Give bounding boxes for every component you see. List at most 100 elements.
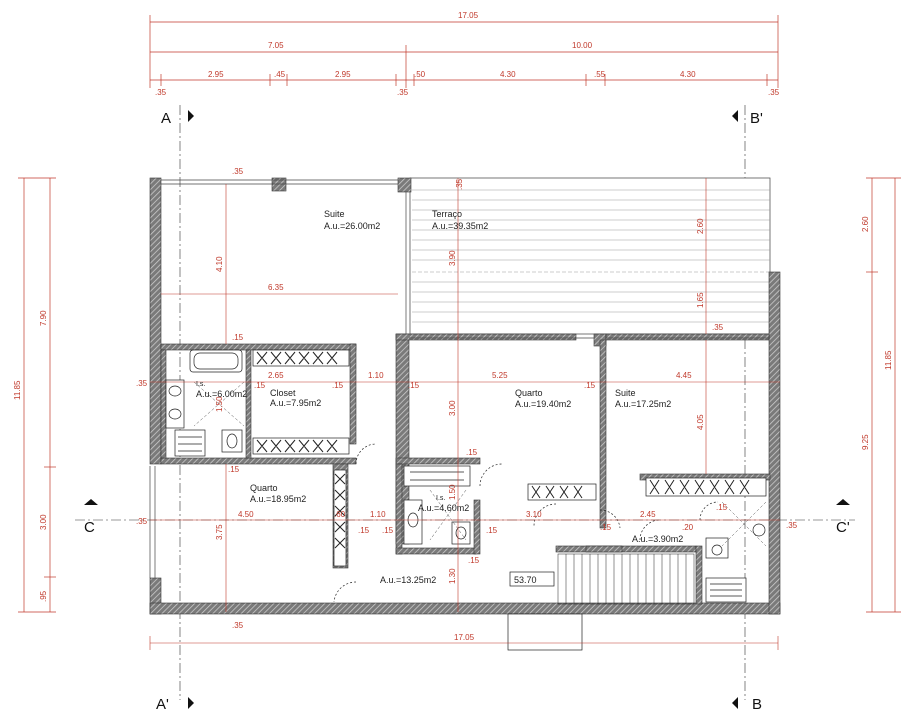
dim-right-upper: 2.60: [861, 216, 870, 232]
dim-150-ws: 1.50: [448, 484, 457, 500]
dim-left-upper: 7.90: [39, 310, 48, 326]
dim-390: 3.90: [448, 250, 457, 266]
dim-245: 2.45: [640, 510, 656, 519]
section-a-bottom-arrow: [188, 697, 194, 709]
section-a-bottom-label: A': [156, 696, 169, 713]
dim-445: 4.45: [676, 371, 692, 380]
dim-seg-295a: 2.95: [208, 70, 224, 79]
section-c-left-label: C: [84, 519, 95, 536]
bathroom-fixtures: [165, 349, 766, 603]
dim-left-lower: .95: [39, 590, 48, 602]
dim-20: .20: [682, 523, 694, 532]
dim-35-top: .35: [232, 167, 244, 176]
dim-635: 6.35: [268, 283, 284, 292]
dim-35-terr: .35: [455, 178, 464, 190]
dim-35-c-left: .35: [136, 517, 148, 526]
room-ws2-name: I.s.: [436, 495, 445, 502]
dim-265: 2.65: [268, 371, 284, 380]
dim-35-c: .35: [786, 521, 798, 530]
room-corridor-area: A.u.=13.25m2: [380, 575, 436, 585]
dim-seg-50: .50: [414, 70, 426, 79]
section-b-top-label: B': [750, 110, 763, 127]
room-quarto2-name: Quarto: [250, 483, 278, 493]
room-quarto2-area: A.u.=18.95m2: [250, 494, 306, 504]
top-dimension-lines: [149, 15, 779, 88]
section-c-right-arrow: [836, 499, 850, 505]
room-ws3-area: A.u.=3.90m2: [632, 534, 683, 544]
section-c-left-arrow: [84, 499, 98, 505]
interior-dimension-lines: [149, 178, 780, 650]
walls: [149, 177, 781, 615]
dim-410: 4.10: [215, 256, 224, 272]
dim-seg-295b: 2.95: [335, 70, 351, 79]
level-label: 53.70: [514, 575, 537, 585]
dim-60: .60: [334, 510, 346, 519]
dim-15-h: .15: [382, 526, 394, 535]
dim-15-bath: .15: [232, 333, 244, 342]
room-quarto1-area: A.u.=19.40m2: [515, 399, 571, 409]
terrace-decking: [409, 177, 771, 335]
entrance-canopy: [507, 613, 583, 651]
dim-300: 3.00: [448, 400, 457, 416]
dim-110b: 1.10: [370, 510, 386, 519]
dim-110a: 1.10: [368, 371, 384, 380]
dim-seg-55: .55: [594, 70, 606, 79]
dim-15-d: .15: [584, 381, 596, 390]
dim-15-g: .15: [358, 526, 370, 535]
room-closet-name: Closet: [270, 388, 296, 398]
dim-end-mid: .35: [397, 88, 409, 97]
dim-15-b: .15: [332, 381, 344, 390]
section-b-bottom-arrow: [732, 697, 738, 709]
dim-405: 4.05: [696, 414, 705, 430]
room-suite1-name: Suite: [324, 209, 345, 219]
room-ws1-name: I.s.: [196, 381, 205, 388]
dim-15-c: .15: [408, 381, 420, 390]
dim-35-right: .35: [712, 323, 724, 332]
dim-end-left: .35: [155, 88, 167, 97]
section-c-right-label: C': [836, 519, 850, 536]
dim-310: 3.10: [526, 510, 542, 519]
side-dimension-lines: [18, 177, 901, 613]
wardrobe-units: [252, 349, 767, 567]
dim-525: 5.25: [492, 371, 508, 380]
dim-15-a: .15: [254, 381, 266, 390]
dim-35-left: .35: [136, 379, 148, 388]
dim-right-total: 11.85: [884, 350, 893, 370]
dim-left-total: 11.85: [13, 380, 22, 400]
room-ws2-area: A.u.=4.60m2: [418, 503, 469, 513]
room-suite2-name: Suite: [615, 388, 636, 398]
room-ws1-area: A.u.=6.00m2: [196, 389, 247, 399]
dim-150-bath: 1.50: [215, 396, 224, 412]
wardrobe-hangers: [256, 351, 750, 549]
dim-450: 4.50: [238, 510, 254, 519]
dim-right-lower: 9.25: [861, 434, 870, 450]
dim-15-k: .15: [468, 556, 480, 565]
room-closet-area: A.u.=7.95m2: [270, 398, 321, 408]
dim-right-top: 10.00: [572, 41, 593, 50]
dim-35-bottom: .35: [232, 621, 244, 630]
dim-seg-430a: 4.30: [500, 70, 516, 79]
dim-260: 2.60: [696, 218, 705, 234]
dim-165: 1.65: [696, 292, 705, 308]
dim-left-mid: 3.00: [39, 514, 48, 530]
dim-15-i: .15: [486, 526, 498, 535]
dim-seg-430b: 4.30: [680, 70, 696, 79]
dim-15-i2: .15: [600, 523, 612, 532]
dim-15-j: .15: [716, 503, 728, 512]
room-quarto1-name: Quarto: [515, 388, 543, 398]
section-a-top-arrow: [188, 110, 194, 122]
dim-15-f: .15: [466, 448, 478, 457]
dim-end-right: .35: [768, 88, 780, 97]
section-a-top-label: A: [161, 110, 171, 127]
section-b-top-arrow: [732, 110, 738, 122]
dim-total-top: 17.05: [458, 11, 479, 20]
shower-diagonals: [193, 381, 767, 547]
room-terraco-area: A.u.=39.35m2: [432, 221, 488, 231]
dim-130: 1.30: [448, 568, 457, 584]
section-b-bottom-label: B: [752, 696, 762, 713]
level-box: [509, 571, 555, 587]
room-terraco-name: Terraço: [432, 209, 462, 219]
dim-left-top: 7.05: [268, 41, 284, 50]
room-suite1-area: A.u.=26.00m2: [324, 221, 380, 231]
